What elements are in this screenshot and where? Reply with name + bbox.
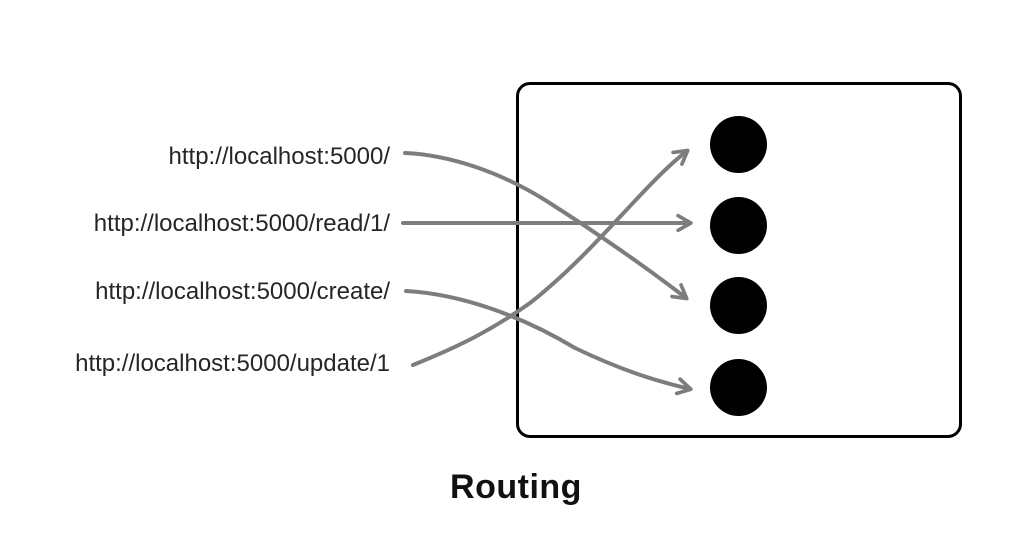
url-label-root: http://localhost:5000/ xyxy=(168,143,390,170)
diagram-title: Routing xyxy=(450,468,582,506)
url-label-update: http://localhost:5000/update/1 xyxy=(75,350,390,377)
url-label-read: http://localhost:5000/read/1/ xyxy=(93,210,390,237)
route-endpoint-dot-1 xyxy=(710,116,767,173)
route-endpoint-dot-3 xyxy=(710,277,767,334)
url-label-create: http://localhost:5000/create/ xyxy=(95,278,390,305)
route-endpoint-dot-2 xyxy=(710,197,767,254)
route-endpoint-dot-4 xyxy=(710,359,767,416)
